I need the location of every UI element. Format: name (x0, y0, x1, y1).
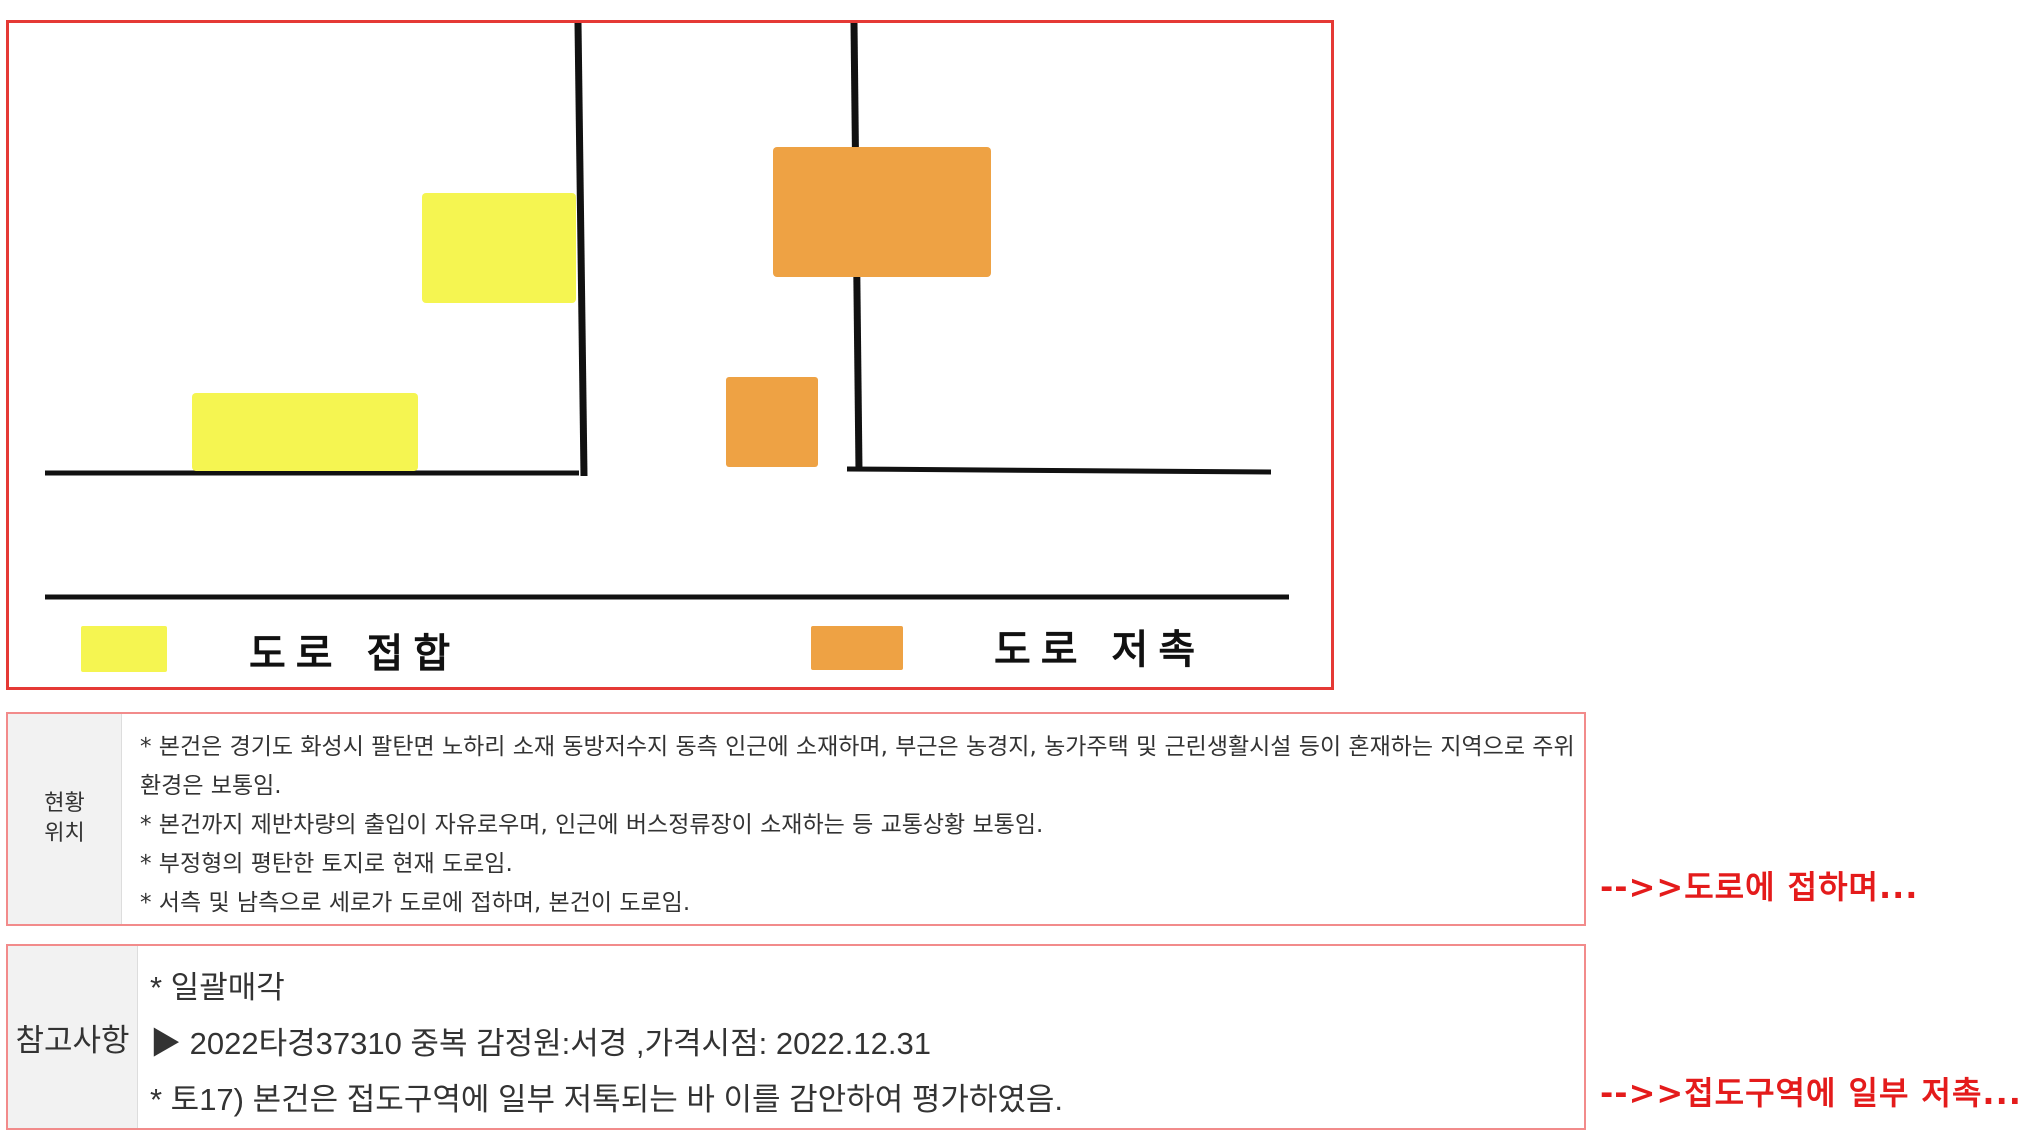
status-line: * 본건은 경기도 화성시 팔탄면 노하리 소재 동방저수지 동측 인근에 소재… (140, 734, 1575, 760)
notes-line: * 일괄매각 (150, 970, 285, 1005)
legend-label-conflict: 도로 저촉 (994, 627, 1205, 673)
legend-label-abutting: 도로 접합 (249, 631, 460, 677)
parcel-conflict-upper (773, 147, 991, 277)
annotation-road-conflict: -->>접도구역에 일부 저촉... (1600, 1074, 2022, 1112)
status-line: * 부정형의 평탄한 토지로 현재 도로임. (140, 851, 513, 877)
status-location-body: * 본건은 경기도 화성시 팔탄면 노하리 소재 동방저수지 동측 인근에 소재… (122, 714, 1575, 924)
status-location-header: 현황 위치 (8, 714, 122, 924)
notes-line: * 토17) 본건은 접도구역에 일부 저톡되는 바 이를 감안하여 평가하였음… (150, 1082, 1064, 1117)
legend-swatch-abutting (81, 626, 167, 672)
notes-body: * 일괄매각 ▶ 2022타경37310 중복 감정원:서경 ,가격시점: 20… (138, 946, 1063, 1128)
road-line-left-vertical (574, 23, 588, 477)
parcel-conflict-lower (726, 377, 818, 467)
notes-line: ▶ 2022타경37310 중복 감정원:서경 ,가격시점: 2022.12.3… (150, 1026, 931, 1061)
status-line: 환경은 보통임. (140, 773, 282, 799)
parcel-abutting-upper (422, 193, 576, 303)
legend-swatch-conflict (811, 626, 903, 670)
status-location-table: 현황 위치 * 본건은 경기도 화성시 팔탄면 노하리 소재 동방저수지 동측 … (6, 712, 1586, 926)
status-header-line1: 현황 (44, 791, 85, 816)
diagram-canvas: 도로 접합 도로 저촉 (45, 23, 1289, 677)
parcel-abutting-lower (192, 393, 418, 471)
status-line: * 서측 및 남측으로 세로가 도로에 접하며, 본건이 도로임. (140, 890, 691, 916)
notes-table: 참고사항 * 일괄매각 ▶ 2022타경37310 중복 감정원:서경 ,가격시… (6, 944, 1586, 1130)
status-line: * 본건까지 제반차량의 출입이 자유로우며, 인근에 버스정류장이 소재하는 … (140, 812, 1044, 838)
road-diagram: 도로 접합 도로 저촉 (6, 20, 1334, 690)
road-line-right-horizontal (846, 466, 1272, 475)
status-header-line2: 위치 (44, 821, 85, 846)
notes-header: 참고사항 (8, 946, 138, 1128)
annotation-road-abutting: -->>도로에 접하며... (1600, 868, 1919, 906)
